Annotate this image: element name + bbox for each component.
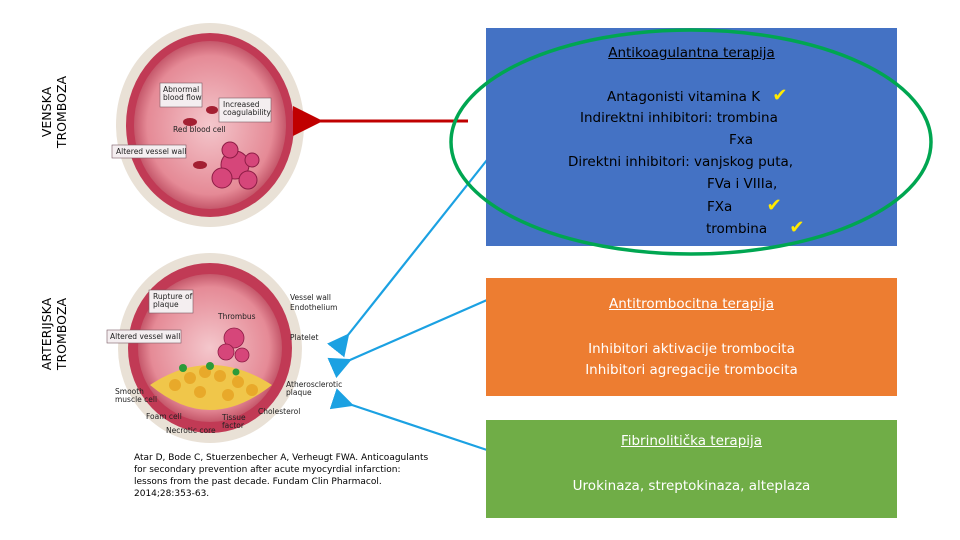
- label-coagulability-2: coagulability: [223, 108, 271, 117]
- label-rupture-2: plaque: [153, 300, 179, 309]
- anticoag-line-fxa-indirect: Fxa: [729, 132, 754, 148]
- label-foam-cell: Foam cell: [146, 412, 182, 421]
- check-icon: ✔: [772, 85, 788, 106]
- label-coagulability-1: Increased: [223, 100, 260, 109]
- anticoag-line-fxa-direct: FXa: [707, 199, 733, 215]
- antiplatelet-line-aggregation: Inhibitori agregacije trombocita: [585, 362, 798, 378]
- label-altered-vessel-wall-venous: Altered vessel wall: [116, 147, 187, 156]
- check-icon: ✔: [766, 195, 782, 216]
- anticoagulant-therapy-box: Antikoagulantna terapija Antagonisti vit…: [486, 28, 897, 246]
- anticoag-line-vka-row: Antagonisti vitamina K ✔: [607, 85, 787, 108]
- anticoagulant-title: Antikoagulantna terapija: [608, 45, 775, 61]
- label-smooth-muscle-1: Smooth: [115, 387, 144, 396]
- label-cholesterol: Cholesterol: [258, 407, 301, 416]
- anticoag-line-thrombin: trombina: [706, 221, 768, 237]
- arrow-anticoag-to-arterial: [327, 159, 488, 358]
- arterial-thrombus: [217, 327, 250, 363]
- fibrinolytic-therapy-box: Fibrinolitička terapija Urokinaza, strep…: [486, 420, 897, 518]
- label-atherosclerotic-2: plaque: [286, 388, 312, 397]
- label-tissue-factor-2: factor: [222, 421, 244, 430]
- label-red-blood-cell: Red blood cell: [173, 125, 226, 134]
- fibrinolytic-title: Fibrinolitička terapija: [620, 433, 763, 449]
- arrow-antiplatelet-to-arterial: [327, 298, 488, 379]
- anticoag-line-thrombin-row: trombina ✔: [706, 217, 805, 240]
- anticoag-line-fxa-row: FXa ✔: [707, 195, 782, 218]
- anticoag-line-indirect: Indirektni inhibitori: trombina: [580, 110, 778, 126]
- label-tissue-factor-1: Tissue: [222, 413, 246, 422]
- anticoag-line-direct: Direktni inhibitori: vanjskog puta,: [568, 154, 794, 170]
- antiplatelet-line-activation: Inhibitori aktivacije trombocita: [588, 341, 795, 357]
- anticoag-line-vka: Antagonisti vitamina K: [607, 89, 761, 105]
- label-smooth-muscle-2: muscle cell: [115, 395, 158, 404]
- label-endothelium: Endothelium: [290, 303, 338, 312]
- foam-cells: [169, 366, 258, 401]
- label-platelet: Platelet: [290, 333, 319, 342]
- label-rupture-1: Rupture of: [153, 292, 193, 301]
- check-icon: ✔: [789, 217, 805, 238]
- label-abnormal-flow-2: blood flow: [163, 93, 202, 102]
- fibrinolytic-agents: Urokinaza, streptokinaza, alteplaza: [572, 478, 811, 494]
- arterial-vessel-illustration: [106, 253, 302, 443]
- venous-thrombus: [211, 141, 260, 190]
- label-atherosclerotic-1: Atherosclerotic: [286, 380, 343, 389]
- anticoag-line-fva: FVa i VIIIa,: [707, 176, 778, 192]
- venous-vessel-illustration: [111, 23, 304, 227]
- label-vessel-wall: Vessel wall: [290, 293, 331, 302]
- antiplatelet-therapy-box: Antitrombocitna terapija Inhibitori akti…: [486, 278, 897, 396]
- label-thrombus: Thrombus: [218, 312, 256, 321]
- antiplatelet-title: Antitrombocitna terapija: [609, 296, 774, 312]
- platelets: [179, 362, 240, 376]
- label-abnormal-flow-1: Abnormal: [163, 85, 200, 94]
- arrow-fibrinolytic-to-arterial: [329, 388, 488, 452]
- citation-text: Atar D, Bode C, Stuerzenbecher A, Verheu…: [134, 453, 429, 499]
- label-altered-vessel-wall-arterial: Altered vessel wall: [110, 332, 181, 341]
- label-necrotic-core: Necrotic core: [166, 426, 216, 435]
